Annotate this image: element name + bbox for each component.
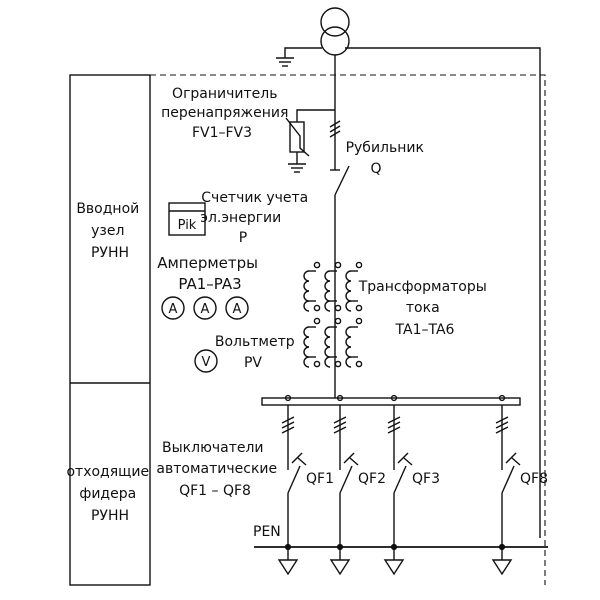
breaker-label: QF8: [520, 471, 548, 487]
ammeter-icon-2: [193, 296, 217, 320]
current-transformer-icon: [303, 317, 321, 368]
legend-input-node: Вводной узел РУНН: [76, 201, 143, 261]
switch-mark-2: [329, 125, 341, 133]
switch-mark-1: [329, 120, 341, 128]
current-transformer-icon: [324, 261, 342, 312]
current-transformer-icon: [303, 261, 321, 312]
ammeter-icon-3: [225, 296, 249, 320]
pe-conductor: [345, 47, 541, 538]
transformers-label: Трансформаторы тока TA1–TA6: [358, 279, 492, 338]
breaker-label: QF2: [358, 471, 386, 487]
breaker-label: QF1: [306, 471, 334, 487]
breaker-blade: [393, 465, 407, 494]
current-transformer-icon: [345, 261, 363, 312]
current-transformer-icon: [324, 317, 342, 368]
transformer-winding-lower: [320, 26, 350, 56]
load-arrow-icon: [383, 559, 405, 576]
load-arrow-icon: [277, 559, 299, 576]
switch-label: Рубильник Q: [346, 140, 429, 177]
earth-line: [284, 47, 322, 58]
panel-boundary: [150, 74, 546, 585]
load-arrow-icon: [491, 559, 513, 576]
switch-blade: [334, 165, 350, 196]
breaker-circuits: QF1 QF2 QF3 QF8: [277, 394, 548, 576]
surge-branch: [296, 109, 335, 122]
switch-mark-3: [329, 130, 341, 138]
breaker-label: QF3: [412, 471, 440, 487]
voltmeter-symbol: V: [202, 355, 211, 370]
current-transformers: [303, 261, 363, 368]
voltmeter-icon: [194, 349, 218, 373]
breaker-blade: [339, 465, 353, 494]
ammeters-label: Амперметры PA1–PA3: [157, 254, 263, 293]
breakers-label: Выключатели автоматические QF1 – QF8: [156, 440, 281, 499]
breaker-circuit: QF3: [383, 394, 440, 576]
breaker-blade: [287, 465, 301, 494]
meter-label: Счетчик учета эл.энергии P: [200, 190, 312, 246]
breaker-circuit: QF2: [329, 394, 386, 576]
ammeter-icons: A A A: [161, 296, 249, 320]
breaker-circuit: QF8: [491, 394, 548, 576]
ammeter-symbol-1: A: [169, 302, 178, 317]
pen-label: PEN: [253, 524, 281, 540]
ammeter-symbol-3: A: [233, 302, 242, 317]
ammeter-icon-1: [161, 296, 185, 320]
breaker-circuit: QF1: [277, 394, 334, 576]
meter-box: [168, 202, 206, 236]
current-transformer-icon: [345, 317, 363, 368]
busbar: [261, 397, 521, 406]
surge-limiter-label: Ограничитель перенапряжения FV1–FV3: [161, 86, 293, 141]
breaker-blade: [501, 465, 515, 494]
meter-box-label: Pik: [178, 218, 197, 233]
legend-panel: [69, 74, 151, 586]
load-arrow-icon: [329, 559, 351, 576]
legend-feeders: отходящие фидера РУНН: [66, 464, 153, 524]
ammeter-symbol-2: A: [201, 302, 210, 317]
voltmeter-label: Вольтметр PV: [215, 334, 299, 371]
transformer-winding-upper: [320, 7, 350, 37]
surge-limiter-mark: [285, 117, 310, 157]
